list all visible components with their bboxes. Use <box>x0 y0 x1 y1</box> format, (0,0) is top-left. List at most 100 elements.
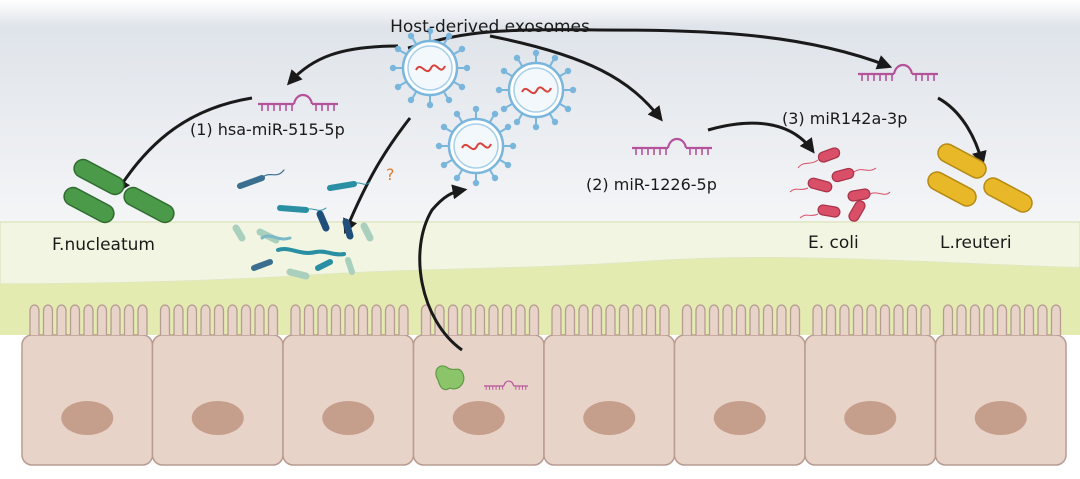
microvillus <box>96 304 108 335</box>
epithelial-cell <box>673 334 806 466</box>
epithelial-cell <box>151 334 284 466</box>
microvillus <box>447 304 459 335</box>
epithelial-cell <box>412 334 545 466</box>
microvillus <box>384 304 396 335</box>
microvillus <box>528 304 540 335</box>
microvillus <box>659 304 670 335</box>
microvillus <box>488 304 499 335</box>
microvillus <box>213 304 225 335</box>
arrow-exosome-to-mir1226 <box>489 34 663 122</box>
mirna-label-1: (1) hsa-miR-515-5p <box>190 120 345 139</box>
microvillus <box>879 304 891 335</box>
arrow-exosome-to-mir142 <box>407 28 893 70</box>
microvillus <box>776 304 787 335</box>
bacteria-label-f-nucleatum: F.nucleatum <box>52 235 155 255</box>
microvillus <box>474 304 486 335</box>
cell-nucleus <box>191 401 244 435</box>
microvillus <box>749 304 760 335</box>
microvillus <box>956 304 967 335</box>
microvillus <box>722 304 733 335</box>
microvillus <box>357 304 369 335</box>
microvillus <box>1010 304 1021 335</box>
microvillus <box>605 304 616 335</box>
microvillus <box>996 304 1008 335</box>
microvillus <box>110 304 121 335</box>
microvillus <box>789 304 801 335</box>
microvillus <box>852 304 864 335</box>
microvillus <box>515 304 526 335</box>
microvillus <box>501 304 513 335</box>
microvillus <box>240 304 252 335</box>
cell-nucleus <box>974 401 1027 435</box>
cell-nucleus <box>583 401 636 435</box>
microvillus <box>398 304 409 335</box>
microvillus <box>137 304 148 335</box>
l-reuteri-bacteria-icon <box>927 143 1033 213</box>
microvillus <box>200 304 211 335</box>
bacteria-label-e-coli: E. coli <box>808 233 859 253</box>
microvillus <box>317 304 328 335</box>
microvillus <box>735 304 747 335</box>
microvillus <box>906 304 918 335</box>
microvillus <box>708 304 720 335</box>
microvillus <box>159 304 171 335</box>
microvilli <box>29 304 1062 335</box>
microbiota-cluster-icon <box>232 169 374 280</box>
microvillus <box>645 304 657 335</box>
microvillus <box>969 304 981 335</box>
microvillus <box>330 304 342 335</box>
epithelial-cell <box>543 334 676 466</box>
microvillus <box>825 304 837 335</box>
arrow-mir1226-to-ecoli <box>707 121 815 154</box>
mirna-label-3: (3) miR142a-3p <box>782 109 907 128</box>
epithelial-cell <box>804 334 937 466</box>
microvillus <box>1050 304 1062 335</box>
microvillus <box>186 304 198 335</box>
microvillus <box>866 304 877 335</box>
microvillus <box>461 304 472 335</box>
unknown-mechanism-marker: ? <box>386 165 395 184</box>
cell-nucleus <box>452 401 505 435</box>
microvillus <box>173 304 184 335</box>
microvillus <box>1023 304 1035 335</box>
cell-nucleus <box>713 401 766 435</box>
epithelial-cell <box>21 334 154 466</box>
arrow-cell-to-exosome <box>418 184 468 352</box>
epithelial-cell-layer <box>21 334 1067 466</box>
microvillus <box>591 304 603 335</box>
microvillus <box>983 304 994 335</box>
microvillus <box>920 304 931 335</box>
epithelial-cell <box>282 334 415 466</box>
microvillus <box>344 304 355 335</box>
microvillus <box>227 304 238 335</box>
microvillus <box>839 304 850 335</box>
microvillus <box>42 304 54 335</box>
arrow-mir515-to-fnucleatum <box>115 96 253 194</box>
f-nucleatum-bacteria-icon <box>63 158 175 224</box>
microvillus <box>123 304 135 335</box>
microvillus <box>69 304 81 335</box>
microvillus <box>56 304 67 335</box>
microvillus <box>267 304 279 335</box>
microvillus <box>618 304 630 335</box>
microvillus <box>83 304 94 335</box>
microvillus <box>681 304 693 335</box>
microvillus <box>762 304 774 335</box>
bacteria-label-l-reuteri: L.reuteri <box>940 233 1012 253</box>
e-coli-bacteria-icon <box>807 147 871 222</box>
cell-nucleus <box>322 401 375 435</box>
cell-nucleus <box>61 401 114 435</box>
arrow-mir142-to-lreuteri <box>937 96 987 167</box>
cell-nucleus <box>844 401 897 435</box>
diagram-title: Host-derived exosomes <box>390 17 590 37</box>
mirna-label-2: (2) miR-1226-5p <box>586 175 717 194</box>
microvillus <box>551 304 562 335</box>
e-coli-flagella <box>789 159 891 219</box>
microvillus <box>812 304 823 335</box>
microvillus <box>942 304 954 335</box>
microvillus <box>254 304 265 335</box>
microvillus <box>578 304 589 335</box>
microvillus <box>29 304 40 335</box>
